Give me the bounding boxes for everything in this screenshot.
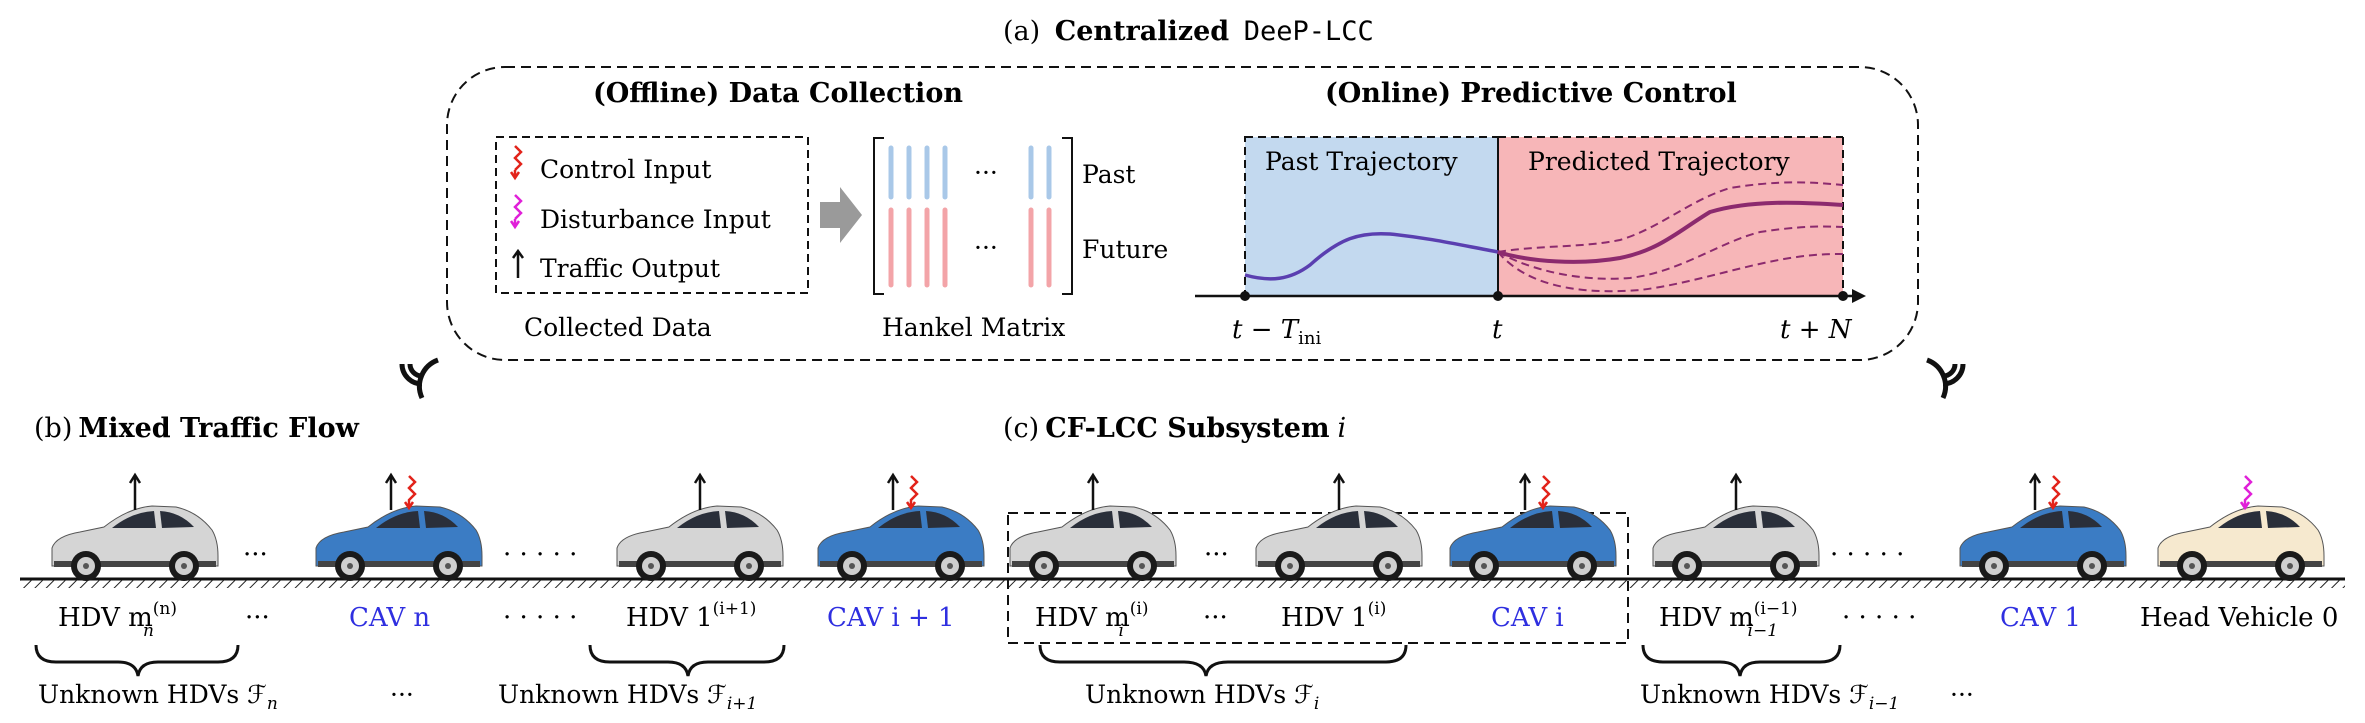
traffic-output-arrow-icon — [511, 248, 525, 278]
vehicle-signal-icons-4 — [1086, 472, 1100, 510]
vehicle-label-hdv-1-i: HDV 1(i) — [1281, 599, 1386, 633]
dots-label-4: · · · · · — [1842, 603, 1916, 633]
vehicle-signal-icons-6 — [1518, 472, 1551, 511]
dots-2: · · · · · — [503, 540, 577, 570]
braces — [34, 644, 1842, 677]
legend-disturbance-input: Disturbance Input — [540, 205, 771, 234]
hdv-car-7 — [1652, 505, 1820, 581]
tick-start-dot — [1240, 291, 1250, 301]
vehicle-label-head: Head Vehicle 0 — [2140, 603, 2338, 633]
offline-heading: (Offline) Data Collection — [593, 78, 963, 109]
dots-label-2: · · · · · — [503, 603, 577, 633]
vehicle-signal-icons-0 — [128, 472, 142, 510]
hankel-ellipsis-future: ··· — [974, 233, 998, 262]
tick-start-label: t − Tini — [1232, 315, 1321, 349]
hankel-future-label: Future — [1082, 235, 1168, 264]
dots-3: ··· — [1204, 540, 1229, 570]
panel-a-title: (a) Centralized DeeP-LCC — [1003, 16, 1374, 47]
hankel-columns — [888, 145, 1052, 288]
vehicle-signal-icons-8 — [2028, 472, 2061, 511]
cav-car-1 — [315, 505, 483, 581]
cf-lcc-subsystem-box — [1007, 512, 1629, 644]
dots-label-3: ··· — [1203, 603, 1228, 633]
dots-label-1: ··· — [245, 603, 270, 633]
cav-car-3 — [817, 505, 985, 581]
dots-group-1: ··· — [390, 680, 414, 709]
vehicle-label-hdv-mn: HDV m(n)n — [58, 599, 177, 641]
flow-arrow-icon — [820, 187, 862, 243]
control-input-arrow-icon — [509, 145, 523, 181]
legend-box — [495, 136, 809, 294]
vehicle-signal-icons-3 — [886, 472, 919, 511]
past-trajectory-label: Past Trajectory — [1265, 147, 1459, 176]
predicted-middle-bound — [1497, 225, 1844, 280]
group-label-fn: Unknown HDVs ℱn — [38, 680, 278, 714]
vehicle-label-cav-i1: CAV i + 1 — [827, 603, 955, 633]
vehicle-label-hdv-1-i1: HDV 1(i+1) — [626, 599, 756, 633]
dots-4: · · · · · — [1830, 540, 1904, 570]
head-vehicle-car-9 — [2157, 505, 2325, 581]
hdv-car-5 — [1255, 505, 1423, 581]
vehicle-signal-icons-9 — [2239, 475, 2253, 511]
past-trajectory-curve — [1244, 231, 1499, 281]
legend-traffic-output: Traffic Output — [540, 254, 720, 283]
vehicle-signal-icons-2 — [693, 472, 707, 510]
vehicle-signal-icons-1 — [384, 472, 417, 511]
vehicle-label-cav-i: CAV i — [1491, 603, 1564, 633]
cav-car-6 — [1449, 505, 1617, 581]
past-trajectory-region — [1244, 136, 1499, 297]
tick-mid-dot — [1493, 291, 1503, 301]
predicted-lower-bound — [1497, 251, 1844, 293]
vehicle-signal-icons-5 — [1332, 472, 1346, 510]
vehicle-label-hdv-mi-1: HDV m(i−1)i−1 — [1659, 599, 1798, 641]
dots-1: ··· — [243, 540, 268, 570]
vehicles — [51, 472, 2325, 581]
predicted-trajectory-label: Predicted Trajectory — [1528, 147, 1790, 176]
time-axis-arrowhead — [1852, 289, 1866, 303]
hdv-car-0 — [51, 505, 219, 581]
hankel-past-label: Past — [1082, 160, 1135, 189]
hdv-car-4 — [1009, 505, 1177, 581]
disturbance-input-arrow-icon — [509, 194, 523, 230]
cav-car-8 — [1959, 505, 2127, 581]
vehicle-label-cav-1: CAV 1 — [2000, 603, 2081, 633]
online-heading: (Online) Predictive Control — [1325, 78, 1737, 109]
tick-end-label: t + N — [1780, 315, 1853, 345]
wireless-icon-left — [399, 357, 439, 400]
tick-end-dot — [1838, 291, 1848, 301]
predicted-trajectory-region — [1498, 137, 1843, 296]
group-label-fi-1: Unknown HDVs ℱi−1 — [1640, 680, 1899, 714]
group-label-fi: Unknown HDVs ℱi — [1085, 680, 1319, 714]
legend-control-input: Control Input — [540, 155, 711, 184]
dots-group-2: ··· — [1950, 680, 1974, 709]
vehicle-signal-icons-7 — [1729, 472, 1743, 510]
tick-mid-label: t — [1492, 315, 1503, 345]
hankel-ellipsis-past: ··· — [974, 158, 998, 187]
predicted-upper-bound — [1497, 181, 1844, 253]
vehicle-label-cav-n: CAV n — [349, 603, 430, 633]
collected-data-caption: Collected Data — [524, 313, 712, 342]
wireless-icon-right — [1926, 357, 1966, 400]
panel-b-title: (b)Mixed Traffic Flow — [34, 413, 360, 444]
hankel-caption: Hankel Matrix — [882, 313, 1065, 342]
vehicle-label-hdv-mi: HDV m(i)i — [1035, 599, 1148, 641]
hankel-matrix — [873, 137, 1073, 295]
group-label-fi1: Unknown HDVs ℱi+1 — [498, 680, 757, 714]
road — [20, 577, 2345, 588]
hdv-car-2 — [616, 505, 784, 581]
panel-a-frame — [446, 66, 1919, 361]
predicted-trajectory-curve — [1497, 200, 1844, 264]
